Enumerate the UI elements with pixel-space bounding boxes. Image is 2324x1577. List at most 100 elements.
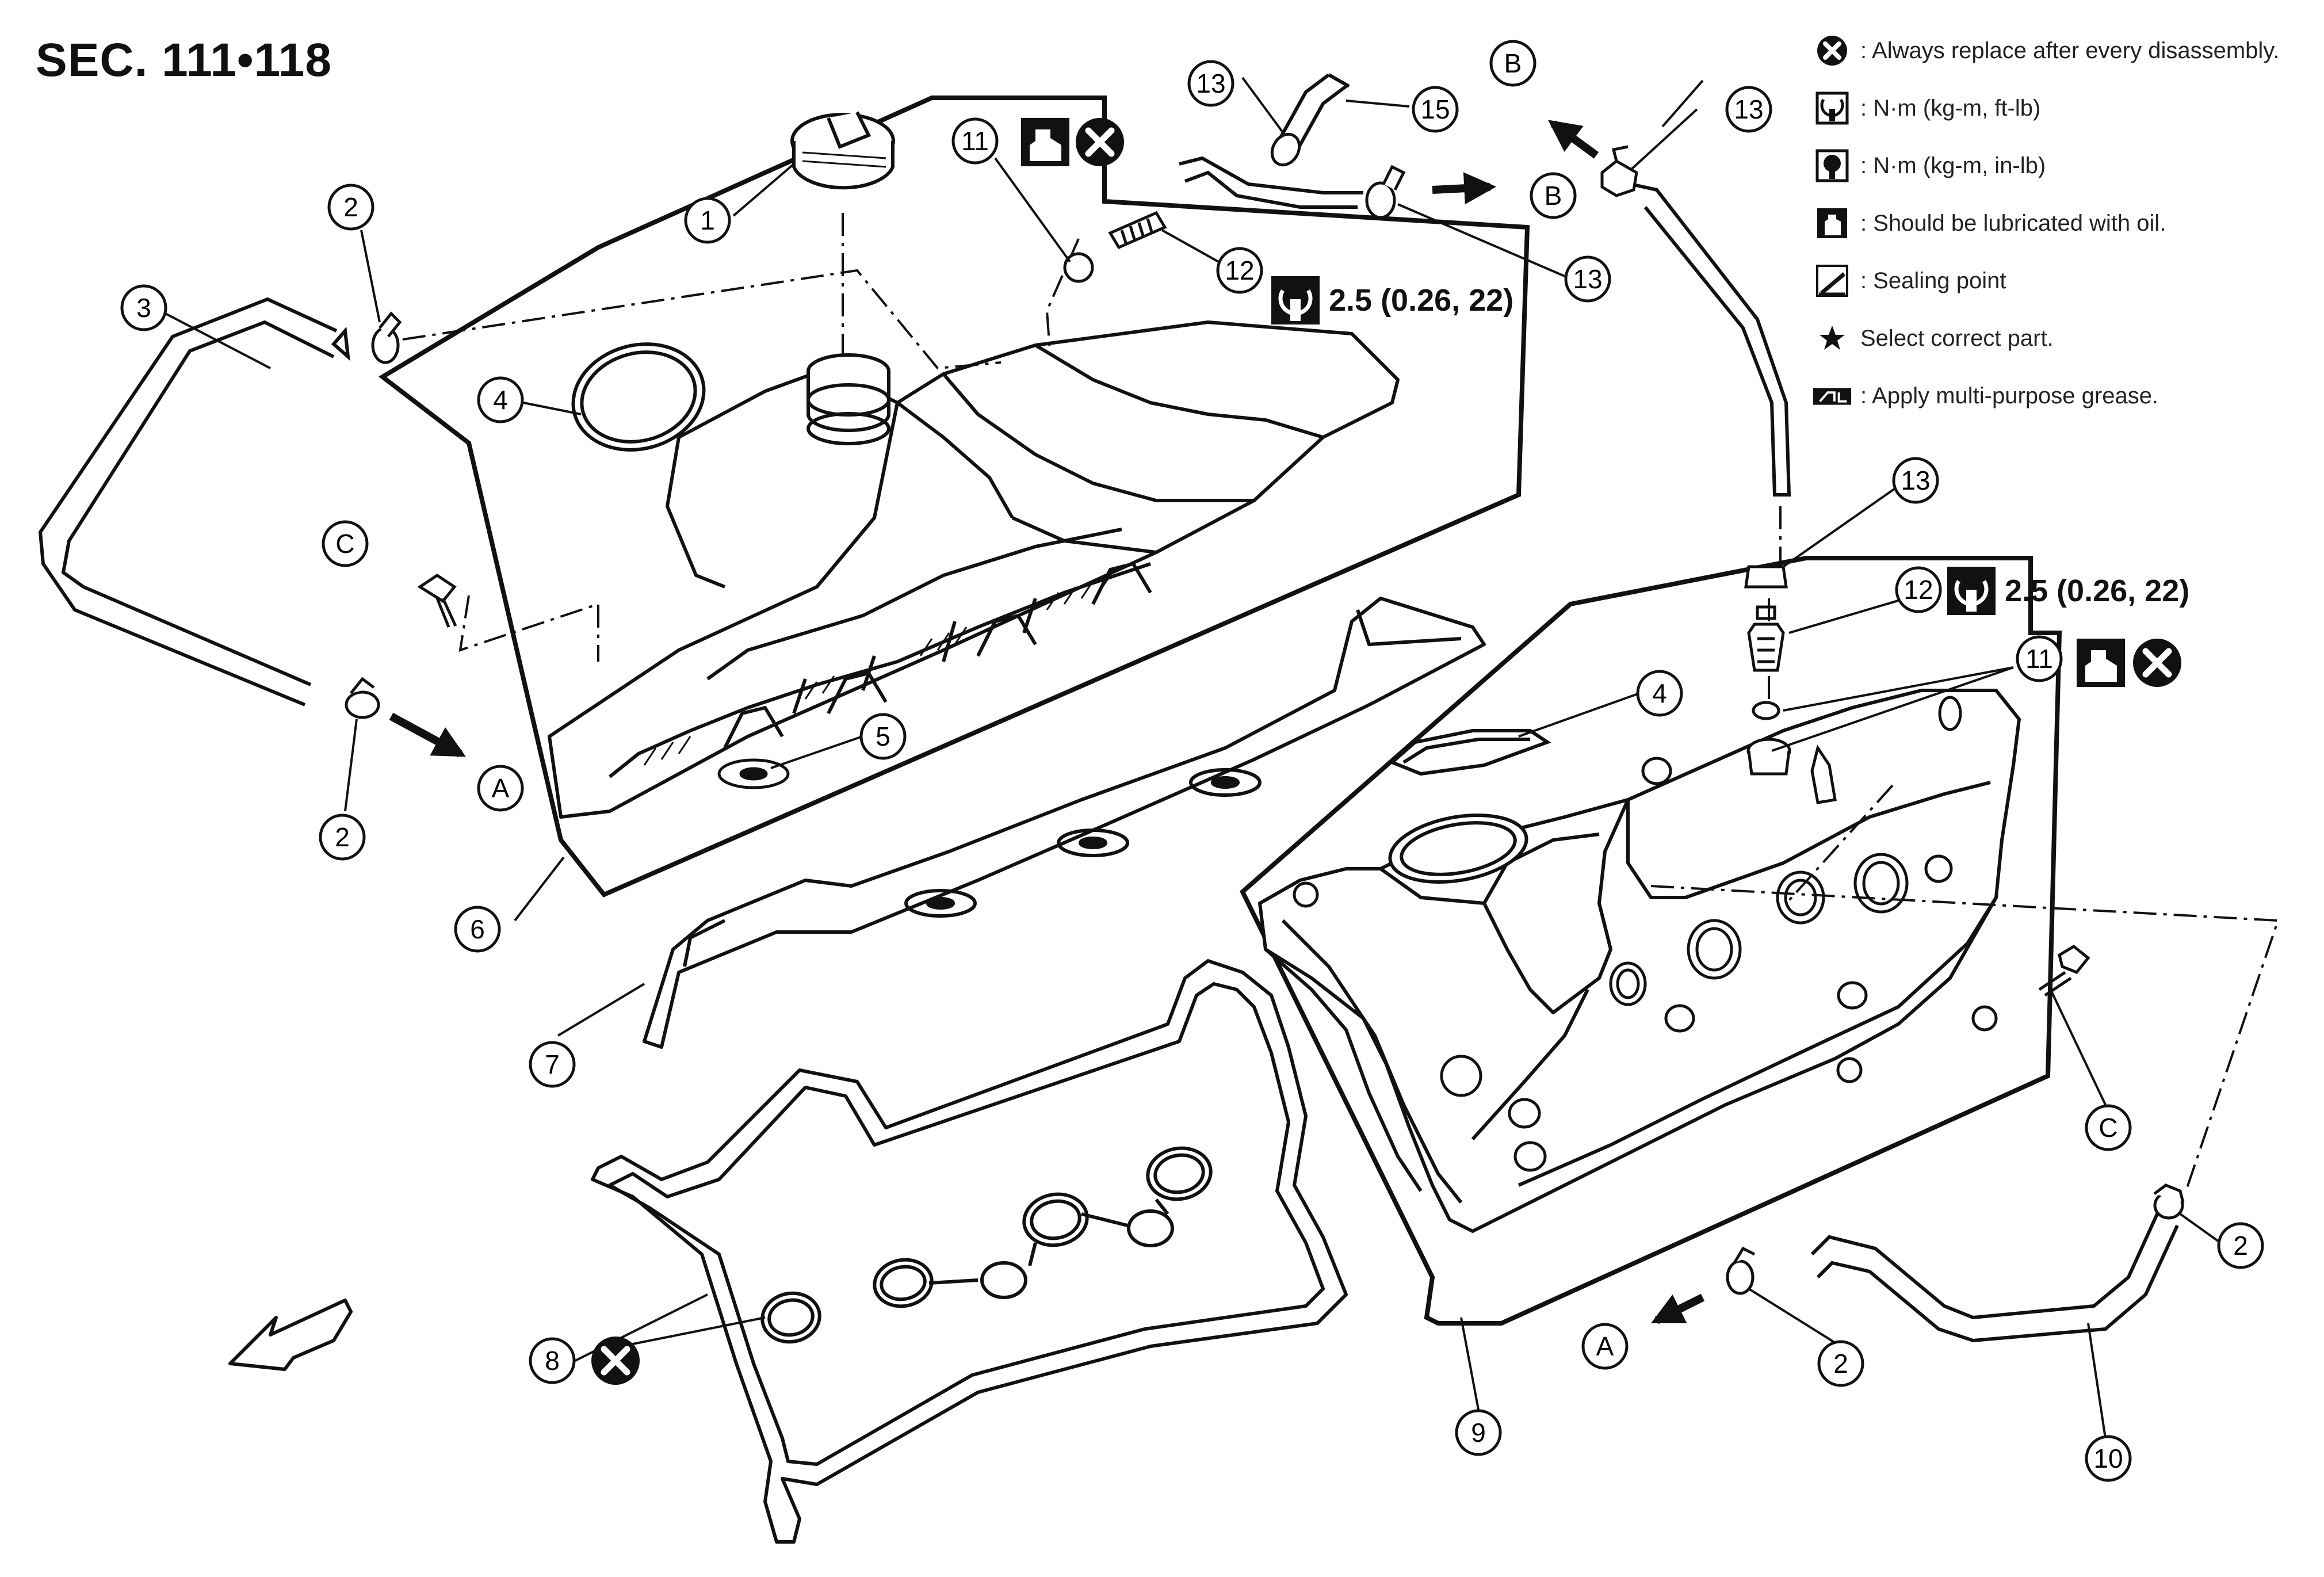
replace-icon-right <box>2133 639 2181 687</box>
torque-icon-right <box>1947 567 1996 615</box>
callout-13-mid: 13 <box>1564 255 1611 303</box>
star-icon <box>1812 320 1852 357</box>
gasket-washers-left <box>717 758 790 789</box>
callout-12-label: 12 <box>1225 255 1254 285</box>
callout-3-label: 3 <box>136 293 151 323</box>
callout-13-top-left: 13 <box>1187 60 1234 107</box>
legend-text-torque-inlb: : N·m (kg-m, in-lb) <box>1860 152 2046 178</box>
callout-13-top-right: 13 <box>1725 86 1772 133</box>
legend-text-star: Select correct part. <box>1860 325 2054 351</box>
rocker-cover-gasket-7 <box>643 597 1486 1049</box>
callout-11-label: 11 <box>961 126 989 156</box>
oil-filler-neck <box>806 353 890 445</box>
callout-15-label: 15 <box>1420 94 1450 124</box>
callout-13-right: 13 <box>1892 457 1939 504</box>
legend-row-replace: : Always replace after every disassembly… <box>1812 22 2318 79</box>
callout-5-label: 5 <box>876 721 890 751</box>
rocker-cover-gasket-8 <box>591 959 1348 1544</box>
callout-9: 9 <box>1455 1409 1502 1456</box>
dashed-leaders-right <box>1650 506 2280 1192</box>
callout-6-label: 6 <box>470 914 485 944</box>
sealing-point-icon <box>1812 262 1852 299</box>
legend-row-torque-inlb: : N·m (kg-m, in-lb) <box>1812 137 2318 194</box>
callout-2-label: 2 <box>335 822 350 852</box>
callout-7: 7 <box>529 1041 576 1088</box>
callout-2-top-left: 2 <box>327 184 374 231</box>
hose-clamps-lower-right <box>1726 1183 2185 1295</box>
callout-4-left: 4 <box>477 376 524 423</box>
callout-c-left: C <box>322 520 369 567</box>
grease-icon <box>1812 377 1852 414</box>
legend-text-torque-ftlb: : N·m (kg-m, ft-lb) <box>1860 95 2041 121</box>
callout-8: 8 <box>529 1337 576 1384</box>
callout-4-right: 4 <box>1636 670 1683 717</box>
blowby-hose-upper <box>1179 73 1363 209</box>
callout-8-label: 8 <box>545 1346 560 1376</box>
callout-b-mid: B <box>1530 172 1577 219</box>
callout-group: 1 2 3 4 C 2 A 5 6 7 8 11 12 13 15 13 B B… <box>120 40 2264 1482</box>
legend: : Always replace after every disassembly… <box>1812 22 2318 425</box>
legend-text-lubricate: : Should be lubricated with oil. <box>1860 210 2166 236</box>
callout-6: 6 <box>454 906 501 953</box>
connector-a-label: A <box>1596 1331 1614 1361</box>
front-direction-arrow <box>228 1299 353 1371</box>
callout-11-right: 11 <box>2016 635 2063 682</box>
connector-c-label: C <box>335 529 354 559</box>
callout-4-label: 4 <box>493 385 508 415</box>
bolt-c-left <box>417 573 457 628</box>
callout-1-label: 1 <box>700 205 715 235</box>
legend-row-lubricate: : Should be lubricated with oil. <box>1812 194 2318 252</box>
legend-text-replace: : Always replace after every disassembly… <box>1860 37 2280 63</box>
legend-text-sealing: : Sealing point <box>1860 268 2006 293</box>
callout-2-bottom-mid: 2 <box>1817 1340 1864 1387</box>
right-oil-filler <box>1388 813 1528 884</box>
legend-row-star: Select correct part. <box>1812 310 2318 367</box>
callout-1: 1 <box>684 197 731 244</box>
callout-7-label: 7 <box>545 1049 560 1079</box>
callout-2-label: 2 <box>343 192 358 222</box>
callout-15: 15 <box>1412 86 1459 133</box>
callout-a-left: A <box>477 765 524 812</box>
callout-13-label: 13 <box>1196 68 1225 98</box>
hose-clamp-right-top <box>1600 145 1638 197</box>
torque-ftlb-icon <box>1812 90 1852 127</box>
spark-plug-tube-seals <box>760 1146 1213 1344</box>
callout-9-label: 9 <box>1471 1418 1486 1448</box>
callout-2-right: 2 <box>2217 1222 2264 1269</box>
legend-row-grease: : Apply multi-purpose grease. <box>1812 367 2318 425</box>
callout-2-label: 2 <box>1833 1349 1848 1379</box>
legend-text-grease: : Apply multi-purpose grease. <box>1860 383 2159 408</box>
hose-clamps-left <box>345 311 402 719</box>
torque-spec-left: 2.5 (0.26, 22) <box>1329 283 1513 318</box>
callout-11-left: 11 <box>951 117 999 165</box>
legend-row-sealing: : Sealing point <box>1812 252 2318 310</box>
torque-inlb-icon <box>1812 147 1852 184</box>
connector-a-label: A <box>492 773 510 803</box>
callout-12-label: 12 <box>1903 575 1933 605</box>
pcv-valve-right <box>1744 565 1837 804</box>
callout-4-label: 4 <box>1652 678 1667 708</box>
lubricate-oil-icon <box>1812 205 1852 242</box>
callout-a-right: A <box>1581 1323 1629 1370</box>
replace-icon-left <box>1076 118 1124 166</box>
callout-13-label: 13 <box>1901 465 1930 495</box>
callout-13-label: 13 <box>1734 94 1763 124</box>
callout-13-label: 13 <box>1573 264 1602 294</box>
lubricate-icon-left <box>1021 118 1069 166</box>
legend-row-torque-ftlb: : N·m (kg-m, ft-lb) <box>1812 79 2318 137</box>
callout-c-right: C <box>2085 1104 2132 1151</box>
callout-12-right: 12 <box>1895 566 1942 613</box>
oil-filler-cap <box>790 111 895 190</box>
left-cover-hatching <box>643 575 1111 766</box>
torque-icon-left <box>1271 276 1320 324</box>
replace-icon-gasket <box>591 1337 640 1385</box>
right-breather-hose-lower <box>1810 1213 2179 1343</box>
torque-spec-right: 2.5 (0.26, 22) <box>2005 574 2189 608</box>
right-breather-hose-upper <box>1630 182 1791 497</box>
callout-10-label: 10 <box>2093 1444 2123 1473</box>
replace-x-icon <box>1812 32 1852 69</box>
left-rocker-cover <box>548 320 1400 819</box>
callout-12-left: 12 <box>1216 247 1263 294</box>
pcv-valve-left <box>1063 211 1167 283</box>
